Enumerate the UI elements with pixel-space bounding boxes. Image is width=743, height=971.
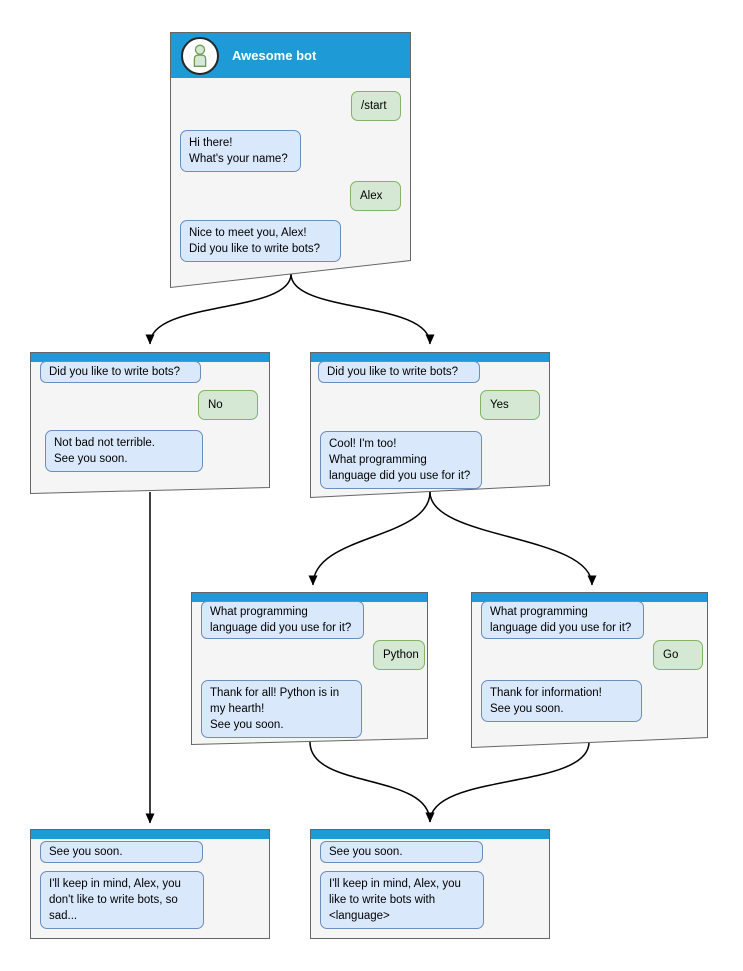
bot-message-bubble: Did you like to write bots? <box>40 361 201 383</box>
user-message-bubble: Yes <box>480 390 540 420</box>
edge-go-to-end <box>425 741 590 823</box>
bot-message-bubble: Did you like to write bots? <box>318 361 480 383</box>
chat-header: Awesome bot <box>171 33 410 78</box>
bot-message-bubble: What programming language did you use fo… <box>481 601 644 639</box>
bot-message-bubble: Thank for all! Python is in my hearth! S… <box>201 680 362 738</box>
chat-header <box>192 593 427 602</box>
node-yes-branch[interactable]: Did you like to write bots? Yes Cool! I'… <box>310 352 550 498</box>
user-message-bubble: No <box>198 390 258 420</box>
bot-message-bubble: Thank for information! See you soon. <box>481 680 642 722</box>
chat-header <box>311 353 549 362</box>
user-message-bubble: Go <box>653 640 703 670</box>
node-python-branch[interactable]: What programming language did you use fo… <box>191 592 428 745</box>
node-go-branch[interactable]: What programming language did you use fo… <box>471 592 708 748</box>
chat-header <box>31 830 269 839</box>
user-message-bubble: Alex <box>350 181 401 211</box>
person-icon <box>193 44 207 67</box>
bot-avatar <box>181 36 219 75</box>
node-end-no[interactable]: See you soon. I'll keep in mind, Alex, y… <box>30 829 270 939</box>
chat-header <box>472 593 707 602</box>
bot-message-bubble: See you soon. <box>320 841 483 863</box>
bot-message-bubble: Hi there! What's your name? <box>180 130 301 172</box>
edge-yes-to-python <box>308 491 431 586</box>
user-message-bubble: Python <box>373 640 425 670</box>
bot-message-bubble: I'll keep in mind, Alex, you like to wri… <box>320 871 484 929</box>
node-root-chat[interactable]: Awesome bot /start Hi there! What's your… <box>170 32 411 289</box>
edge-python-to-end <box>309 741 435 823</box>
chat-title: Awesome bot <box>232 48 317 63</box>
edge-yes-to-go <box>429 491 597 586</box>
node-no-branch[interactable]: Did you like to write bots? No Not bad n… <box>30 352 270 494</box>
bot-message-bubble: Nice to meet you, Alex! Did you like to … <box>180 220 341 262</box>
chat-header <box>31 353 269 362</box>
bot-message-bubble: What programming language did you use fo… <box>201 601 364 639</box>
node-end-yes[interactable]: See you soon. I'll keep in mind, Alex, y… <box>310 829 550 939</box>
bot-message-bubble: Not bad not terrible. See you soon. <box>45 430 203 472</box>
user-message-bubble: /start <box>351 91 401 121</box>
bot-message-bubble: I'll keep in mind, Alex, you don't like … <box>40 871 204 929</box>
chat-header <box>311 830 549 839</box>
bot-message-bubble: See you soon. <box>40 841 203 863</box>
bot-message-bubble: Cool! I'm too! What programming language… <box>320 431 482 489</box>
